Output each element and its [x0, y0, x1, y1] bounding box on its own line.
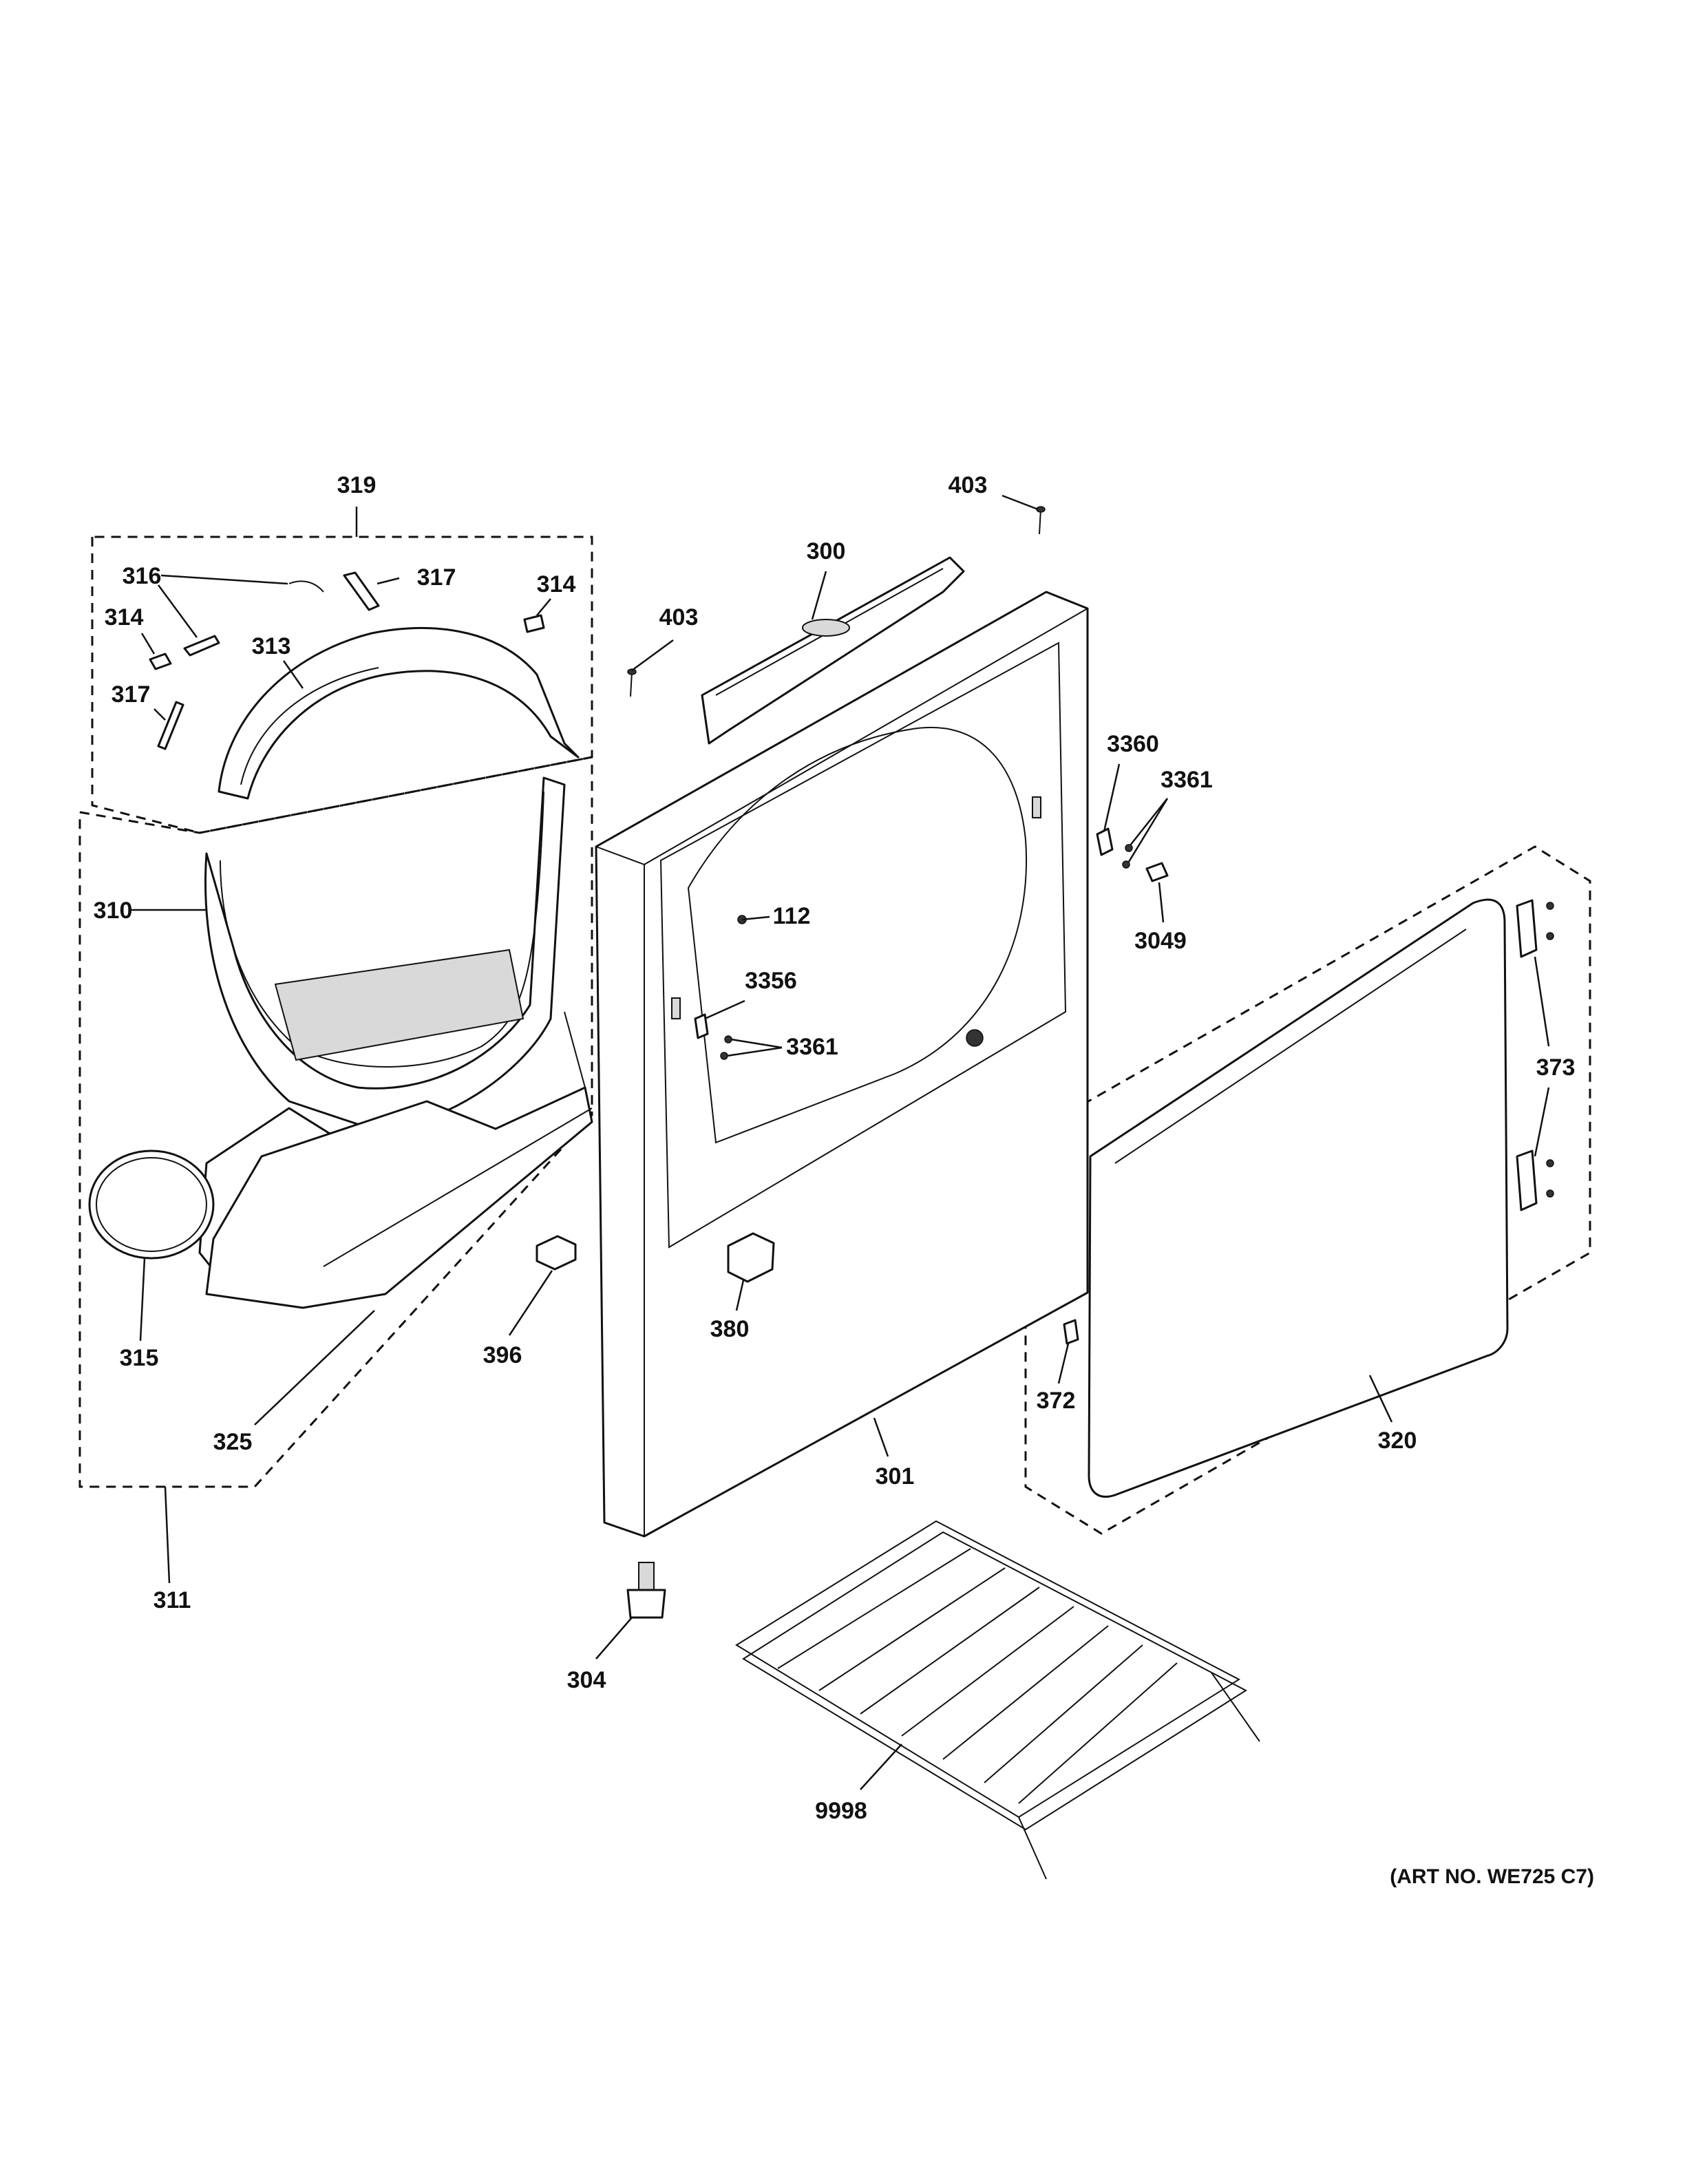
group-outline-320	[1024, 845, 1591, 1535]
hinge-part-373-lower	[1516, 1149, 1554, 1211]
top-bulkhead-part	[218, 627, 580, 800]
front-panel-part	[595, 591, 1089, 1538]
callout-316: 316	[123, 563, 162, 589]
callout-314-right: 314	[537, 571, 576, 597]
callout-112: 112	[773, 903, 811, 929]
small-part-317-top	[343, 571, 380, 611]
callout-311: 311	[153, 1587, 191, 1613]
control-mount-part	[701, 556, 965, 745]
screw-part-3361-right	[1122, 844, 1133, 869]
door-part	[1088, 898, 1509, 1498]
callout-380: 380	[710, 1316, 750, 1342]
callout-3361-right: 3361	[1161, 767, 1213, 793]
duct-part	[205, 1011, 593, 1309]
door-catch-part	[1063, 1319, 1079, 1345]
screw-part-403-left	[627, 668, 637, 697]
art-number: (ART NO. WE725 C7)	[1390, 1865, 1594, 1888]
callout-317-top: 317	[417, 564, 456, 591]
callout-3356: 3356	[745, 968, 797, 994]
small-part-316	[183, 580, 324, 657]
leveling-leg-part	[626, 1562, 666, 1619]
leader-lines	[131, 494, 1550, 1790]
small-part-314-right	[523, 614, 545, 633]
callout-325: 325	[213, 1429, 253, 1455]
callout-313: 313	[252, 633, 291, 659]
callout-320: 320	[1378, 1428, 1417, 1454]
screw-part-403-top	[1036, 506, 1046, 535]
callout-373: 373	[1536, 1054, 1576, 1081]
callout-403-left: 403	[659, 604, 699, 630]
strike-part-3049	[1145, 862, 1169, 882]
callout-304: 304	[567, 1667, 606, 1693]
small-part-314-left	[149, 653, 172, 670]
drying-rack-part	[735, 1520, 1260, 1880]
clip-part-396	[536, 1235, 577, 1271]
callout-315: 315	[120, 1345, 159, 1371]
hinge-part-373-upper	[1516, 899, 1554, 958]
callout-317-left: 317	[112, 681, 151, 708]
group-outline-311	[78, 756, 593, 1488]
callout-314-left: 314	[105, 604, 144, 630]
seal-ring-part	[88, 1149, 215, 1260]
callout-372: 372	[1037, 1388, 1076, 1414]
bracket-part-3356	[694, 1013, 732, 1060]
callout-9998: 9998	[815, 1798, 867, 1824]
callout-396: 396	[483, 1342, 522, 1368]
callout-labels: 319 316 317 314 314 313 317 310 315 325 …	[94, 472, 1594, 1888]
hinge-bracket-part	[1096, 827, 1114, 856]
callout-403-top: 403	[949, 472, 988, 498]
callout-301: 301	[876, 1463, 915, 1489]
callout-300: 300	[807, 538, 846, 564]
callout-3361-center: 3361	[786, 1034, 838, 1060]
callout-3360: 3360	[1107, 731, 1159, 757]
callout-310: 310	[94, 898, 133, 924]
callout-3049: 3049	[1134, 928, 1187, 954]
small-part-317-left	[157, 701, 184, 750]
door-switch-part	[727, 1232, 775, 1283]
callout-319: 319	[337, 472, 377, 498]
